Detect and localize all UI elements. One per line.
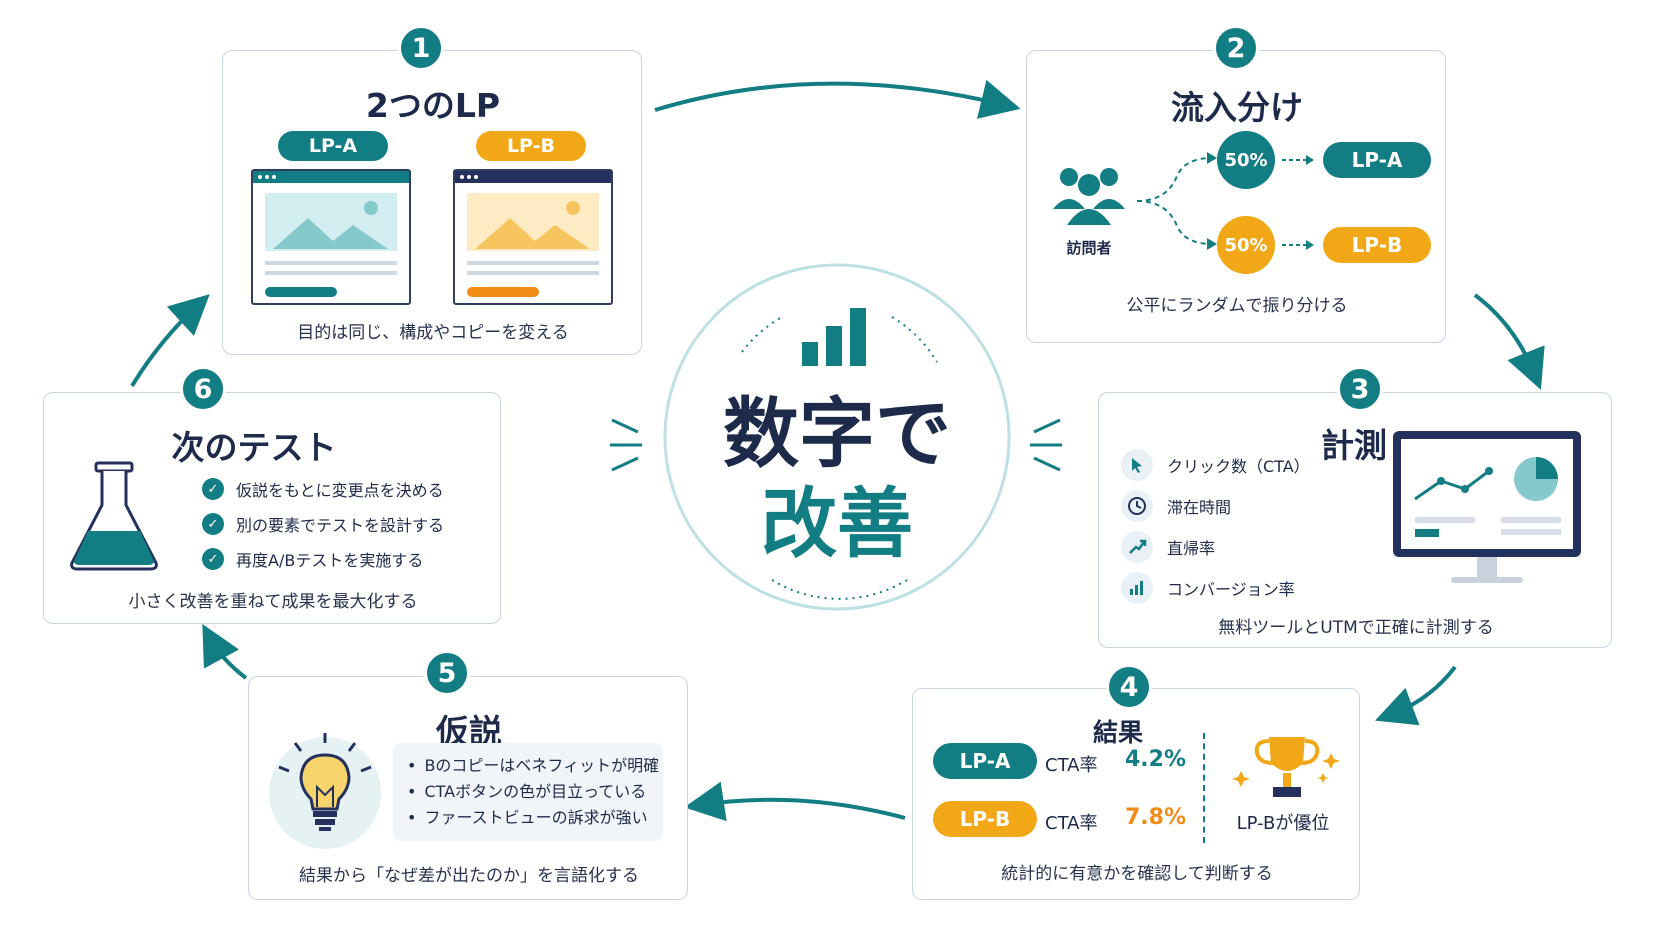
center-circle <box>663 263 1011 611</box>
step-4-caption: 統計的に有意かを確認して判断する <box>1001 864 1273 884</box>
bar-chart-icon <box>1121 572 1153 604</box>
clock-icon <box>1121 490 1153 522</box>
next-step-item: ✓ 再度A/Bテストを実施する <box>202 547 423 571</box>
step-3-title: 計測 <box>1321 426 1387 465</box>
check-icon: ✓ <box>202 548 224 570</box>
step-1-number: 1 <box>398 25 444 71</box>
hypothesis-item: CTAボタンの色が目立っている <box>407 779 649 805</box>
step-1-caption: 目的は同じ、構成やコピーを変える <box>297 323 569 343</box>
metric-bounce-label: 直帰率 <box>1167 539 1216 558</box>
next-step-item: ✓ 別の要素でテストを設計する <box>202 512 444 536</box>
metric-click-label: クリック数（CTA） <box>1167 457 1310 476</box>
split-lp-a: LP-A <box>1323 142 1431 178</box>
split-b-percent: 50% <box>1217 216 1275 274</box>
step-1-title: 2つのLP <box>365 86 501 125</box>
people-icon <box>1053 168 1125 225</box>
step-1-pill-b: LP-B <box>476 131 586 161</box>
step-6-title: 次のテスト <box>171 428 337 467</box>
step-4-title: 結果 <box>1092 718 1143 747</box>
trend-up-icon <box>1121 531 1153 563</box>
cursor-icon <box>1121 449 1153 481</box>
visitor-label: 訪問者 <box>1066 239 1112 257</box>
trophy-icon <box>1232 737 1340 797</box>
flask-icon <box>70 461 158 571</box>
center-title-line2: 改善 <box>761 479 913 568</box>
metric-click: クリック数（CTA） <box>1121 449 1310 481</box>
center-spark-left <box>610 418 642 472</box>
result-divider <box>1203 733 1205 843</box>
result-winner: LP-Bが優位 <box>1236 813 1330 834</box>
step-2-title: 流入分け <box>1171 88 1303 127</box>
center-spark-right <box>1030 418 1062 472</box>
metric-conversion: コンバージョン率 <box>1121 572 1295 604</box>
next-step-label: 再度A/Bテストを実施する <box>236 551 424 570</box>
split-a-arrow <box>1282 155 1314 165</box>
step-5-card: 仮説 Bのコピーはベネフィットが明確 CTAボタンの色が目立っている ファースト… <box>248 676 688 900</box>
step-6-card: 次のテスト ✓ 仮説をもとに変更点を決める ✓ 別の要素でテストを設計する ✓ … <box>43 392 501 624</box>
metric-conversion-label: コンバージョン率 <box>1167 580 1295 599</box>
metric-dwell-label: 滞在時間 <box>1167 498 1232 517</box>
step-5-number: 5 <box>424 650 470 696</box>
metric-dwell: 滞在時間 <box>1121 490 1231 522</box>
lp-b-mock <box>453 169 613 305</box>
metric-bounce: 直帰率 <box>1121 531 1215 563</box>
check-icon: ✓ <box>202 513 224 535</box>
result-b-rate: 7.8% <box>1125 805 1187 830</box>
split-arrows <box>1137 152 1217 250</box>
result-lp-b: LP-B <box>933 801 1037 837</box>
next-step-item: ✓ 仮説をもとに変更点を決める <box>202 477 444 501</box>
result-a-rate: 4.2% <box>1125 747 1187 772</box>
result-b-cta-label: CTA率 <box>1045 813 1098 834</box>
lp-a-mock <box>251 169 411 305</box>
check-icon: ✓ <box>202 478 224 500</box>
hypothesis-box: Bのコピーはベネフィットが明確 CTAボタンの色が目立っている ファーストビュー… <box>393 743 663 841</box>
step-3-card: 計測 クリック数（CTA） 滞在時間 直帰率 コンバージョン率 無料ツールとUT… <box>1098 392 1612 648</box>
result-a-cta-label: CTA率 <box>1045 755 1098 776</box>
step-4-card: 結果 LP-A CTA率 4.2% LP-B CTA率 7.8% LP-Bが優位… <box>912 688 1360 900</box>
arrow-2-to-3 <box>1473 293 1545 390</box>
split-a-percent: 50% <box>1217 131 1275 189</box>
step-6-caption: 小さく改善を重ねて成果を最大化する <box>128 592 418 612</box>
arrow-5-to-6 <box>202 623 248 680</box>
center-title-line1: 数字で <box>723 389 951 478</box>
monitor-icon <box>1393 431 1581 583</box>
step-2-caption: 公平にランダムで振り分ける <box>1126 296 1348 316</box>
step-3-number: 3 <box>1337 366 1383 412</box>
step-1-card: 2つのLP LP-A LP-B 目的は同じ、構成やコピーを変える <box>222 50 642 355</box>
step-2-number: 2 <box>1213 25 1259 71</box>
step-5-caption: 結果から「なぜ差が出たのか」を言語化する <box>299 866 639 886</box>
arrow-4-to-5 <box>684 781 906 822</box>
center-hub: 数字で 改善 <box>662 262 1012 612</box>
split-lp-b: LP-B <box>1323 227 1431 263</box>
step-3-caption: 無料ツールとUTMで正確に計測する <box>1218 618 1494 638</box>
step-2-card: 流入分け 訪問者 50% 50% LP-A LP-B 公平にランダムで振り分ける <box>1026 50 1446 343</box>
next-step-label: 別の要素でテストを設計する <box>236 516 445 535</box>
lightbulb-icon <box>269 733 381 849</box>
hypothesis-item: ファーストビューの訴求が強い <box>407 805 649 831</box>
split-b-arrow <box>1282 240 1314 250</box>
arrow-1-to-2 <box>654 79 1021 119</box>
step-6-number: 6 <box>180 366 226 412</box>
bar-chart-icon <box>802 308 866 366</box>
hypothesis-item: Bのコピーはベネフィットが明確 <box>407 753 659 779</box>
step-4-number: 4 <box>1106 664 1152 710</box>
arrow-6-to-1 <box>130 294 210 388</box>
next-step-label: 仮説をもとに変更点を決める <box>236 481 444 500</box>
result-lp-a: LP-A <box>933 743 1037 779</box>
arrow-3-to-4 <box>1375 665 1457 726</box>
step-1-pill-a: LP-A <box>278 131 388 161</box>
